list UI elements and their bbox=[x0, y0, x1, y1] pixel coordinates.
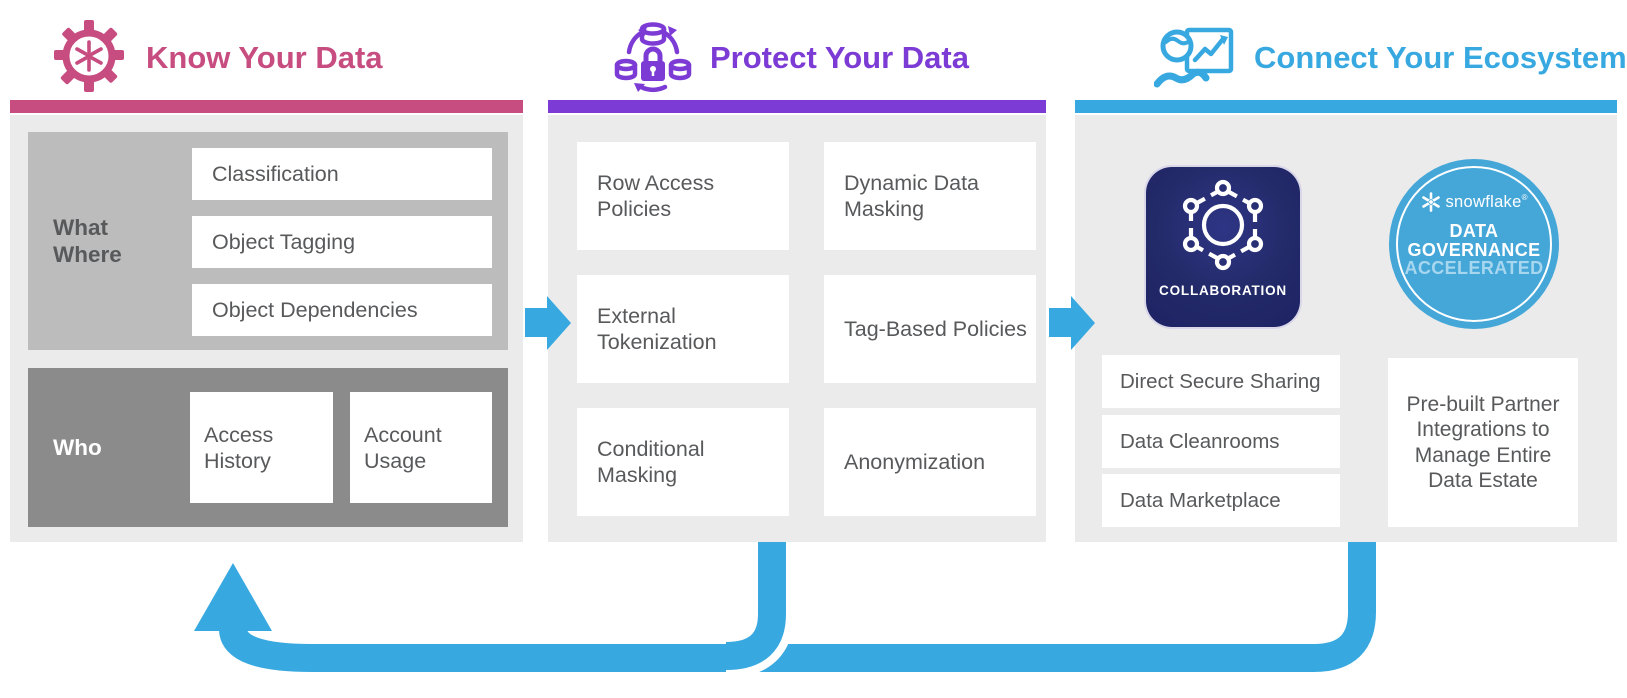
account-usage-card: Account Usage bbox=[350, 392, 492, 503]
dynamic-data-masking-card: Dynamic Data Masking bbox=[824, 142, 1036, 250]
snowflake-logo: snowflake® bbox=[1421, 192, 1528, 212]
anonymization-card: Anonymization bbox=[824, 408, 1036, 516]
classification-card: Classification bbox=[192, 148, 492, 200]
object-tagging-card: Object Tagging bbox=[192, 216, 492, 268]
row-access-policies-card: Row Access Policies bbox=[577, 142, 789, 250]
what-where-label: What Where bbox=[53, 215, 122, 267]
partner-integrations-card: Pre-built Partner Integrations to Manage… bbox=[1388, 358, 1578, 527]
collaboration-label: COLLABORATION bbox=[1159, 283, 1287, 298]
badge-line-data: DATA bbox=[1449, 221, 1499, 241]
data-cleanrooms-card: Data Cleanrooms bbox=[1102, 415, 1340, 468]
data-marketplace-card: Data Marketplace bbox=[1102, 474, 1340, 527]
cycle-arrowhead-up bbox=[194, 563, 272, 631]
direct-secure-sharing-card: Direct Secure Sharing bbox=[1102, 355, 1340, 408]
protect-your-data-panel: Row Access Policies Dynamic Data Masking… bbox=[548, 115, 1046, 542]
who-label: Who bbox=[53, 435, 102, 460]
object-dependencies-card: Object Dependencies bbox=[192, 284, 492, 336]
collaboration-tile: COLLABORATION bbox=[1146, 167, 1300, 327]
person-chart-icon bbox=[1154, 22, 1236, 96]
external-tokenization-card: External Tokenization bbox=[577, 275, 789, 383]
know-your-data-panel: What Where Classification Object Tagging… bbox=[10, 115, 523, 542]
who-group: Who Access History Account Usage bbox=[28, 368, 508, 527]
databases-lock-icon bbox=[614, 20, 692, 98]
connect-your-ecosystem-title: Connect Your Ecosystem bbox=[1254, 40, 1627, 75]
conditional-masking-card: Conditional Masking bbox=[577, 408, 789, 516]
know-accent-bar bbox=[10, 100, 523, 113]
data-governance-accelerated-badge: snowflake® DATA GOVERNANCE ACCELERATED bbox=[1389, 159, 1559, 329]
badge-brand-text: snowflake bbox=[1445, 192, 1522, 211]
connect-your-ecosystem-panel: COLLABORATION snowflake® DATA GOVERNANCE bbox=[1075, 115, 1617, 542]
know-your-data-title: Know Your Data bbox=[146, 40, 383, 75]
what-where-group: What Where Classification Object Tagging… bbox=[28, 132, 508, 350]
badge-line-governance: GOVERNANCE bbox=[1407, 239, 1541, 260]
tag-based-policies-card: Tag-Based Policies bbox=[824, 275, 1036, 383]
access-history-card: Access History bbox=[190, 392, 333, 503]
badge-line-accelerated: ACCELERATED bbox=[1404, 258, 1544, 278]
connect-accent-bar bbox=[1075, 100, 1617, 113]
protect-your-data-title: Protect Your Data bbox=[710, 40, 969, 75]
registered-mark: ® bbox=[1521, 192, 1528, 202]
protect-accent-bar bbox=[548, 100, 1046, 113]
gear-snowflake-icon bbox=[52, 18, 126, 94]
badge-inner-ring: snowflake® DATA GOVERNANCE ACCELERATED bbox=[1396, 166, 1552, 322]
snowflake-mark-icon bbox=[1421, 192, 1440, 212]
collaboration-network-icon bbox=[1171, 167, 1275, 279]
